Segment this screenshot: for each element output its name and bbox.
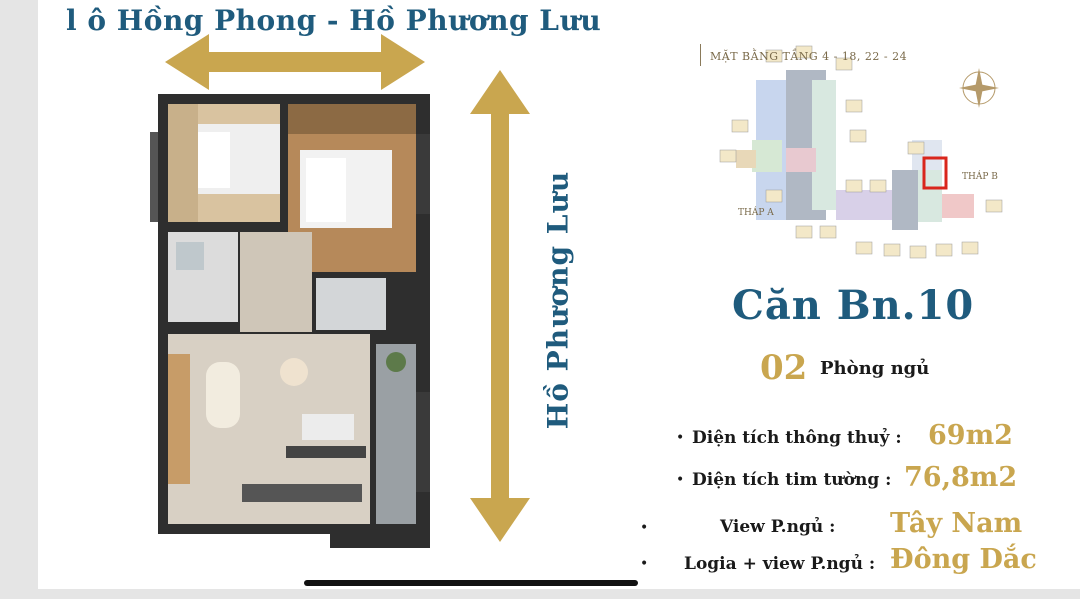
compass-rose-icon xyxy=(959,68,999,108)
bedroom-label: Phòng ngủ xyxy=(820,358,930,379)
floor-site-map xyxy=(719,45,1003,259)
side-road-name: Hồ Phương Lưu xyxy=(541,170,575,430)
spec-value-gross-area: 76,8m2 xyxy=(904,462,1018,493)
double-arrow-vertical-icon xyxy=(470,70,530,542)
tower-a-label: THÁP A xyxy=(738,208,774,218)
left-frame-border xyxy=(0,0,38,599)
double-arrow-horizontal-icon xyxy=(165,34,425,90)
spec-bullet: • xyxy=(676,472,685,488)
spec-label-bedroom-view: View P.ngủ : xyxy=(720,517,836,537)
spec-label-gross-area: Diện tích tim tường : xyxy=(692,470,892,490)
tower-b-label: THÁP B xyxy=(962,172,998,182)
home-indicator-bar[interactable] xyxy=(304,580,638,586)
unit-title: Căn Bn.10 xyxy=(732,282,975,329)
spec-label-net-area: Diện tích thông thuỷ : xyxy=(692,428,902,448)
spec-value-bedroom-view: Tây Nam xyxy=(890,508,1023,539)
site-map-label: MẶT BẰNG TẦNG 4 - 18, 22 - 24 xyxy=(710,50,908,63)
site-map-label-bar xyxy=(700,44,701,66)
top-road-name: l ô Hồng Phong - Hồ Phương Lưu xyxy=(66,4,602,37)
spec-label-logia-view: Logia + view P.ngủ : xyxy=(684,554,876,574)
spec-bullet: • xyxy=(640,520,649,536)
bottom-frame-border xyxy=(0,589,1080,599)
spec-bullet: • xyxy=(676,430,685,446)
spec-bullet: • xyxy=(640,556,649,572)
spec-value-net-area: 69m2 xyxy=(928,420,1013,451)
apartment-floor-plan xyxy=(150,94,430,548)
bedroom-count: 02 xyxy=(760,348,808,388)
spec-value-logia-view: Đông Dắc xyxy=(890,544,1037,575)
